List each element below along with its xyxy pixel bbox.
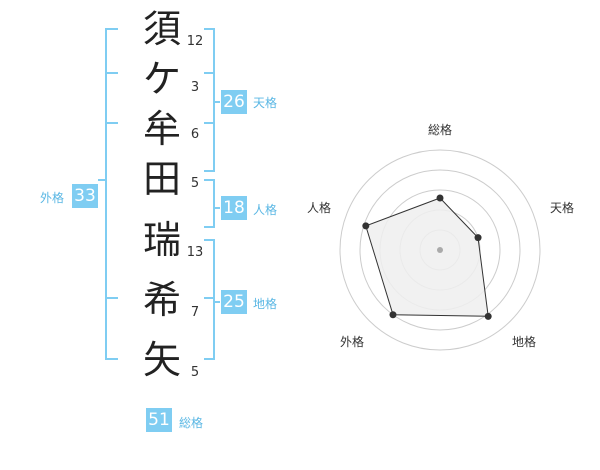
stroke-count-4: 5 [190,176,200,191]
stroke-count-5: 13 [186,245,204,260]
radar-point-gaikaku [389,311,397,319]
stroke-count-7: 5 [190,365,200,380]
name-char-7: 矢 [142,338,181,382]
radar-label-soukaku: 総格 [427,123,452,137]
tenkaku-badge: 26 [221,90,247,114]
stroke-count-2: 3 [190,80,200,95]
name-char-3: 牟 [142,107,181,151]
jinkaku-badge: 18 [221,196,247,220]
gaikaku-badge: 33 [72,184,98,208]
radar-point-jinkaku [362,222,370,230]
jinkaku-label: 人格 [253,203,278,217]
name-char-4: 田 [142,157,181,201]
stroke-count-6: 7 [190,305,200,320]
tenkaku-label: 天格 [253,96,278,110]
gaikaku-label: 外格 [40,191,65,205]
radar-label-tenkaku: 天格 [549,201,574,215]
radar-label-chikaku: 地格 [511,335,536,349]
stroke-count-1: 12 [186,34,204,49]
soukaku-label: 総格 [179,416,204,430]
radar-label-gaikaku: 外格 [339,335,364,349]
name-char-2: ケ [142,57,181,101]
name-char-5: 瑞 [142,218,181,262]
radar-center-dot [437,247,443,253]
radar-point-tenkaku [474,234,482,242]
chikaku-badge: 25 [221,290,247,314]
radar-grid-ring [339,149,541,351]
radar-label-jinkaku: 人格 [306,201,331,215]
name-char-1: 須 [142,7,181,51]
radar-value-area [365,197,489,317]
name-char-6: 希 [142,278,181,322]
radar-point-soukaku [436,194,444,202]
chikaku-label: 地格 [253,297,278,311]
stroke-count-3: 6 [190,127,200,142]
radar-grid-ring [359,169,521,331]
radar-point-chikaku [484,312,492,320]
soukaku-badge: 51 [146,408,172,432]
